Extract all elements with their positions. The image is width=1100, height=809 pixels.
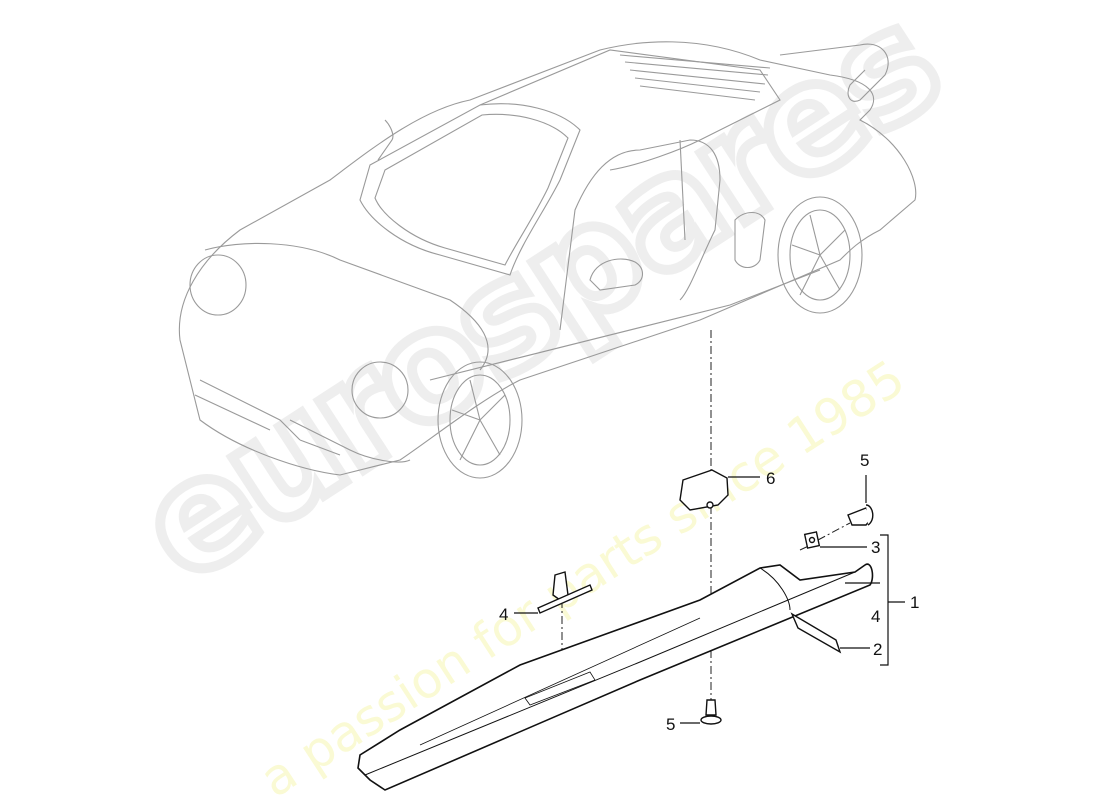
expanding-clip-part-4 [537, 571, 593, 614]
bracket-part-6 [679, 469, 729, 511]
callout-3: 3 [871, 538, 881, 557]
callout-5-upper: 5 [860, 451, 870, 470]
callout-5-lower: 5 [666, 715, 676, 734]
callout-1: 1 [910, 593, 920, 612]
sill-panel [357, 563, 874, 791]
callout-4-clip: 4 [499, 605, 509, 624]
car-outline [178, 41, 917, 479]
callout-leaders [514, 475, 905, 724]
screw-part-5-upper [847, 504, 874, 526]
screw-part-5-lower [700, 699, 722, 725]
callout-4-bracket: 4 [871, 607, 881, 626]
callout-6: 6 [766, 469, 776, 488]
callout-2: 2 [873, 640, 883, 659]
clip-nut-part-3 [803, 531, 821, 549]
retaining-strip-part-2 [790, 612, 842, 654]
